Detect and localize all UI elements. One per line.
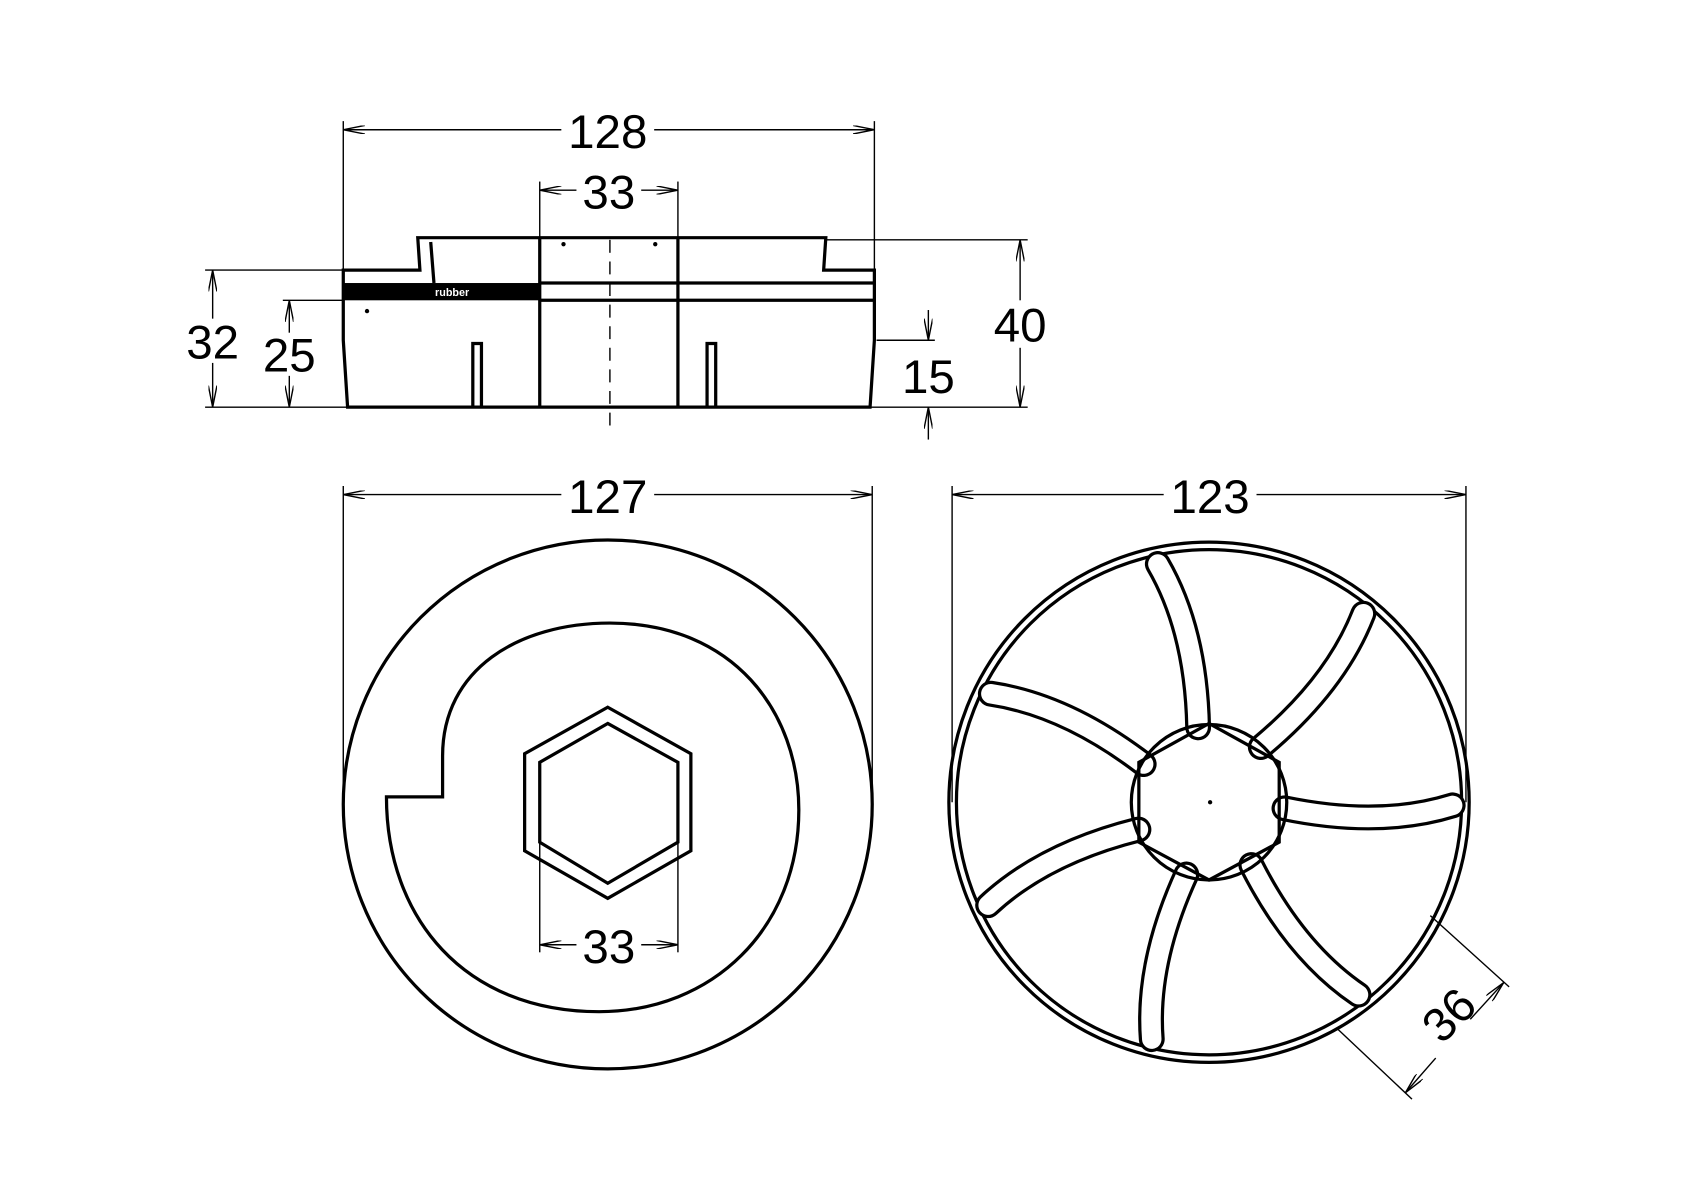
dim-36: 36 <box>1335 915 1510 1100</box>
vane-slot <box>1247 600 1377 761</box>
rubber-label: rubber <box>435 287 470 299</box>
side-view-outline <box>341 236 877 409</box>
svg-text:123: 123 <box>1170 471 1249 524</box>
vane-slot <box>975 816 1152 919</box>
svg-text:127: 127 <box>568 471 647 524</box>
hub-hex <box>1137 721 1281 882</box>
slot-left <box>471 341 484 408</box>
rubber-band <box>343 283 540 301</box>
dim-32: 32 <box>186 269 348 408</box>
hex-inner <box>538 721 680 886</box>
dim-127: 127 <box>342 471 873 805</box>
top-view: 123 36 <box>947 471 1510 1100</box>
slot-right <box>705 341 718 408</box>
svg-text:15: 15 <box>902 351 955 404</box>
svg-text:25: 25 <box>263 330 316 383</box>
vane-slot <box>1138 861 1200 1053</box>
dim-15: 15 <box>876 310 955 440</box>
dim-123: 123 <box>951 471 1467 803</box>
dim-25: 25 <box>263 299 344 408</box>
outer-circle <box>341 538 874 1071</box>
svg-text:33: 33 <box>582 167 635 220</box>
vanes <box>975 551 1466 1053</box>
bottom-view: 127 33 <box>341 471 874 1071</box>
dim-128: 128 <box>342 106 876 271</box>
svg-text:128: 128 <box>568 106 647 159</box>
vane-slot <box>1238 852 1372 1008</box>
svg-text:40: 40 <box>994 299 1047 352</box>
svg-text:36: 36 <box>1412 978 1487 1053</box>
inner-recess <box>384 621 801 1014</box>
vane-slot <box>1144 551 1212 741</box>
dim-33-hex: 33 <box>539 842 679 974</box>
rim-outer <box>947 540 1471 1065</box>
vane-slot <box>977 680 1157 778</box>
dim-40: 40 <box>825 239 1047 408</box>
dim-33-side: 33 <box>539 167 679 238</box>
vane-slot <box>1271 792 1466 831</box>
svg-text:32: 32 <box>186 317 239 370</box>
side-view: rubber 128 33 <box>186 106 1047 440</box>
svg-text:33: 33 <box>582 921 635 974</box>
hex-outer <box>523 705 693 901</box>
